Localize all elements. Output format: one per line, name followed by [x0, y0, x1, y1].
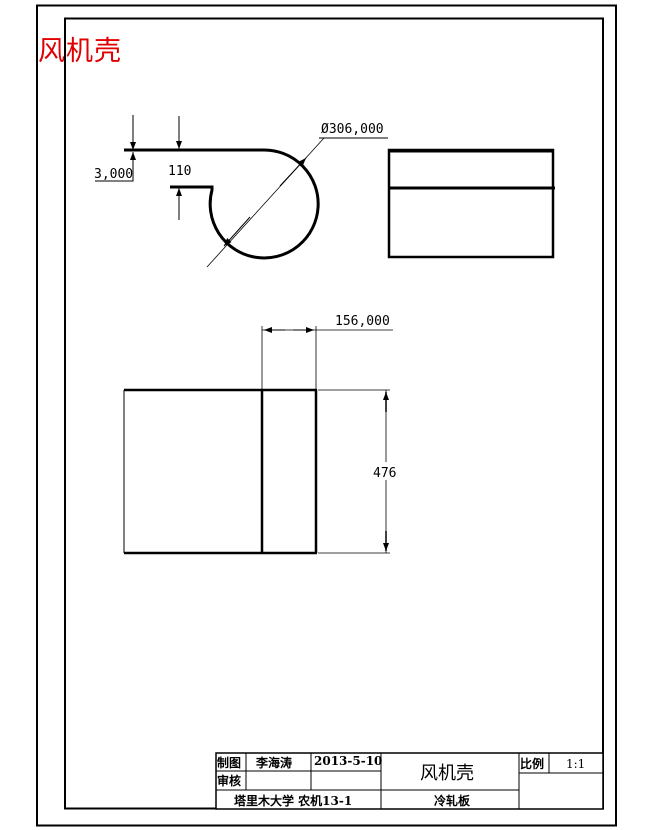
dim-thickness: 3,000 — [94, 167, 133, 182]
drawing-title-red: 风机壳 — [38, 36, 122, 67]
tb-school-class: 塔里木大学 农机13-1 — [234, 793, 352, 808]
tb-scale-label: 比例 — [520, 756, 544, 771]
front-view-volute: 3,000 110 Ø306,000 — [94, 115, 388, 268]
tb-drawn-by: 李海涛 — [255, 755, 292, 770]
tb-date: 2013-5-10 — [314, 754, 382, 768]
side-view — [387, 148, 555, 259]
dim-height: 476 — [373, 466, 396, 481]
tb-part-name: 风机壳 — [420, 763, 474, 784]
inner-border — [64, 17, 604, 810]
tb-review-label: 审核 — [217, 773, 241, 788]
outer-border — [36, 4, 617, 827]
tb-scale-value: 1:1 — [566, 757, 585, 771]
dim-width: 156,000 — [335, 314, 390, 329]
title-block: 制图 李海涛 2013-5-10 审核 风机壳 比例 1:1 塔里木大学 农机1… — [215, 752, 604, 810]
tb-material: 冷轧板 — [434, 793, 471, 808]
dim-gap: 110 — [168, 164, 191, 179]
unfolded-view: 156,000 476 — [123, 314, 402, 555]
tb-drawn-label: 制图 — [217, 755, 241, 770]
dim-diameter: Ø306,000 — [321, 122, 384, 137]
